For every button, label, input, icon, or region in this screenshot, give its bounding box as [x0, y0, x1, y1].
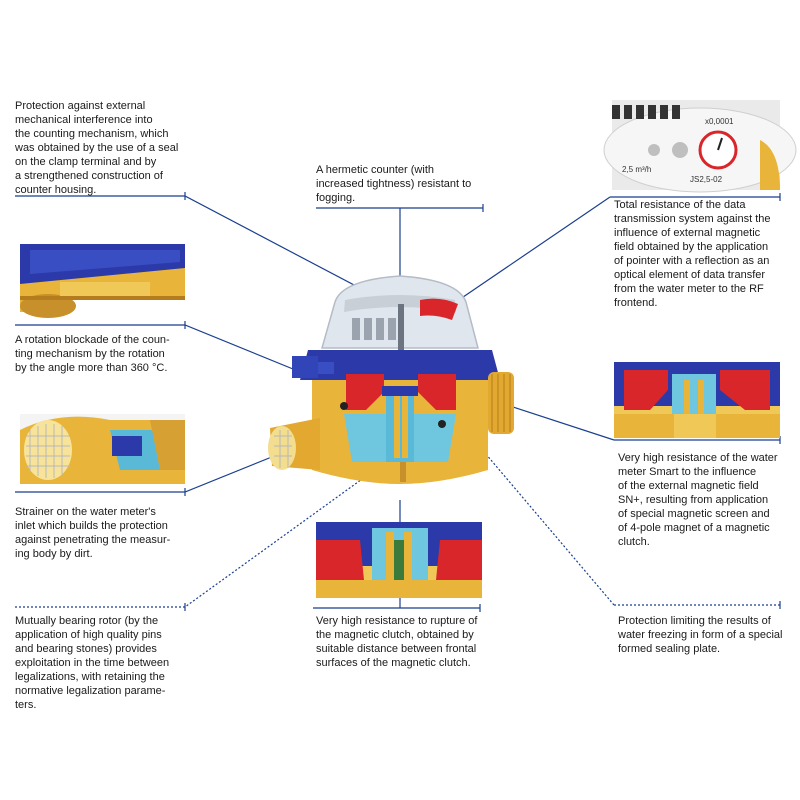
annotation-rotation-blockade: A rotation blockade of the coun- ting me… — [15, 333, 190, 375]
annotation-text: Total resistance of the data transmissio… — [614, 199, 771, 309]
annotation-text: Very high resistance of the water meter … — [618, 452, 778, 548]
dial-scale-text: x0,0001 — [705, 117, 734, 126]
dial-flow-text: 2,5 m³/h — [622, 165, 651, 174]
annotation-text: Protection against external mechanical i… — [15, 100, 179, 196]
annotation-text: A rotation blockade of the coun- ting me… — [15, 334, 170, 374]
annotation-freezing: Protection limiting the results of water… — [618, 614, 796, 656]
annotation-bearing-rotor: Mutually bearing rotor (by the applicati… — [15, 614, 193, 712]
annotation-text: Strainer on the water meter's inlet whic… — [15, 506, 171, 560]
annotation-hermetic-counter: A hermetic counter (with increased tight… — [316, 163, 491, 205]
annotation-text: Mutually bearing rotor (by the applicati… — [15, 615, 170, 711]
annotation-strainer: Strainer on the water meter's inlet whic… — [15, 505, 190, 561]
annotation-mech-interference: Protection against external mechanical i… — [15, 99, 190, 197]
annotation-clutch-rupture: Very high resistance to rupture of the m… — [316, 614, 494, 670]
annotation-text: Very high resistance to rupture of the m… — [316, 615, 478, 669]
leader-data — [446, 196, 780, 309]
annotation-text: A hermetic counter (with increased tight… — [316, 164, 472, 204]
dial-code-text: JS2,5-02 — [690, 175, 723, 184]
annotation-data-transmission: Total resistance of the data transmissio… — [614, 198, 794, 310]
annotation-magnetic-resistance: Very high resistance of the water meter … — [618, 451, 796, 549]
annotation-text: Protection limiting the results of water… — [618, 615, 783, 655]
